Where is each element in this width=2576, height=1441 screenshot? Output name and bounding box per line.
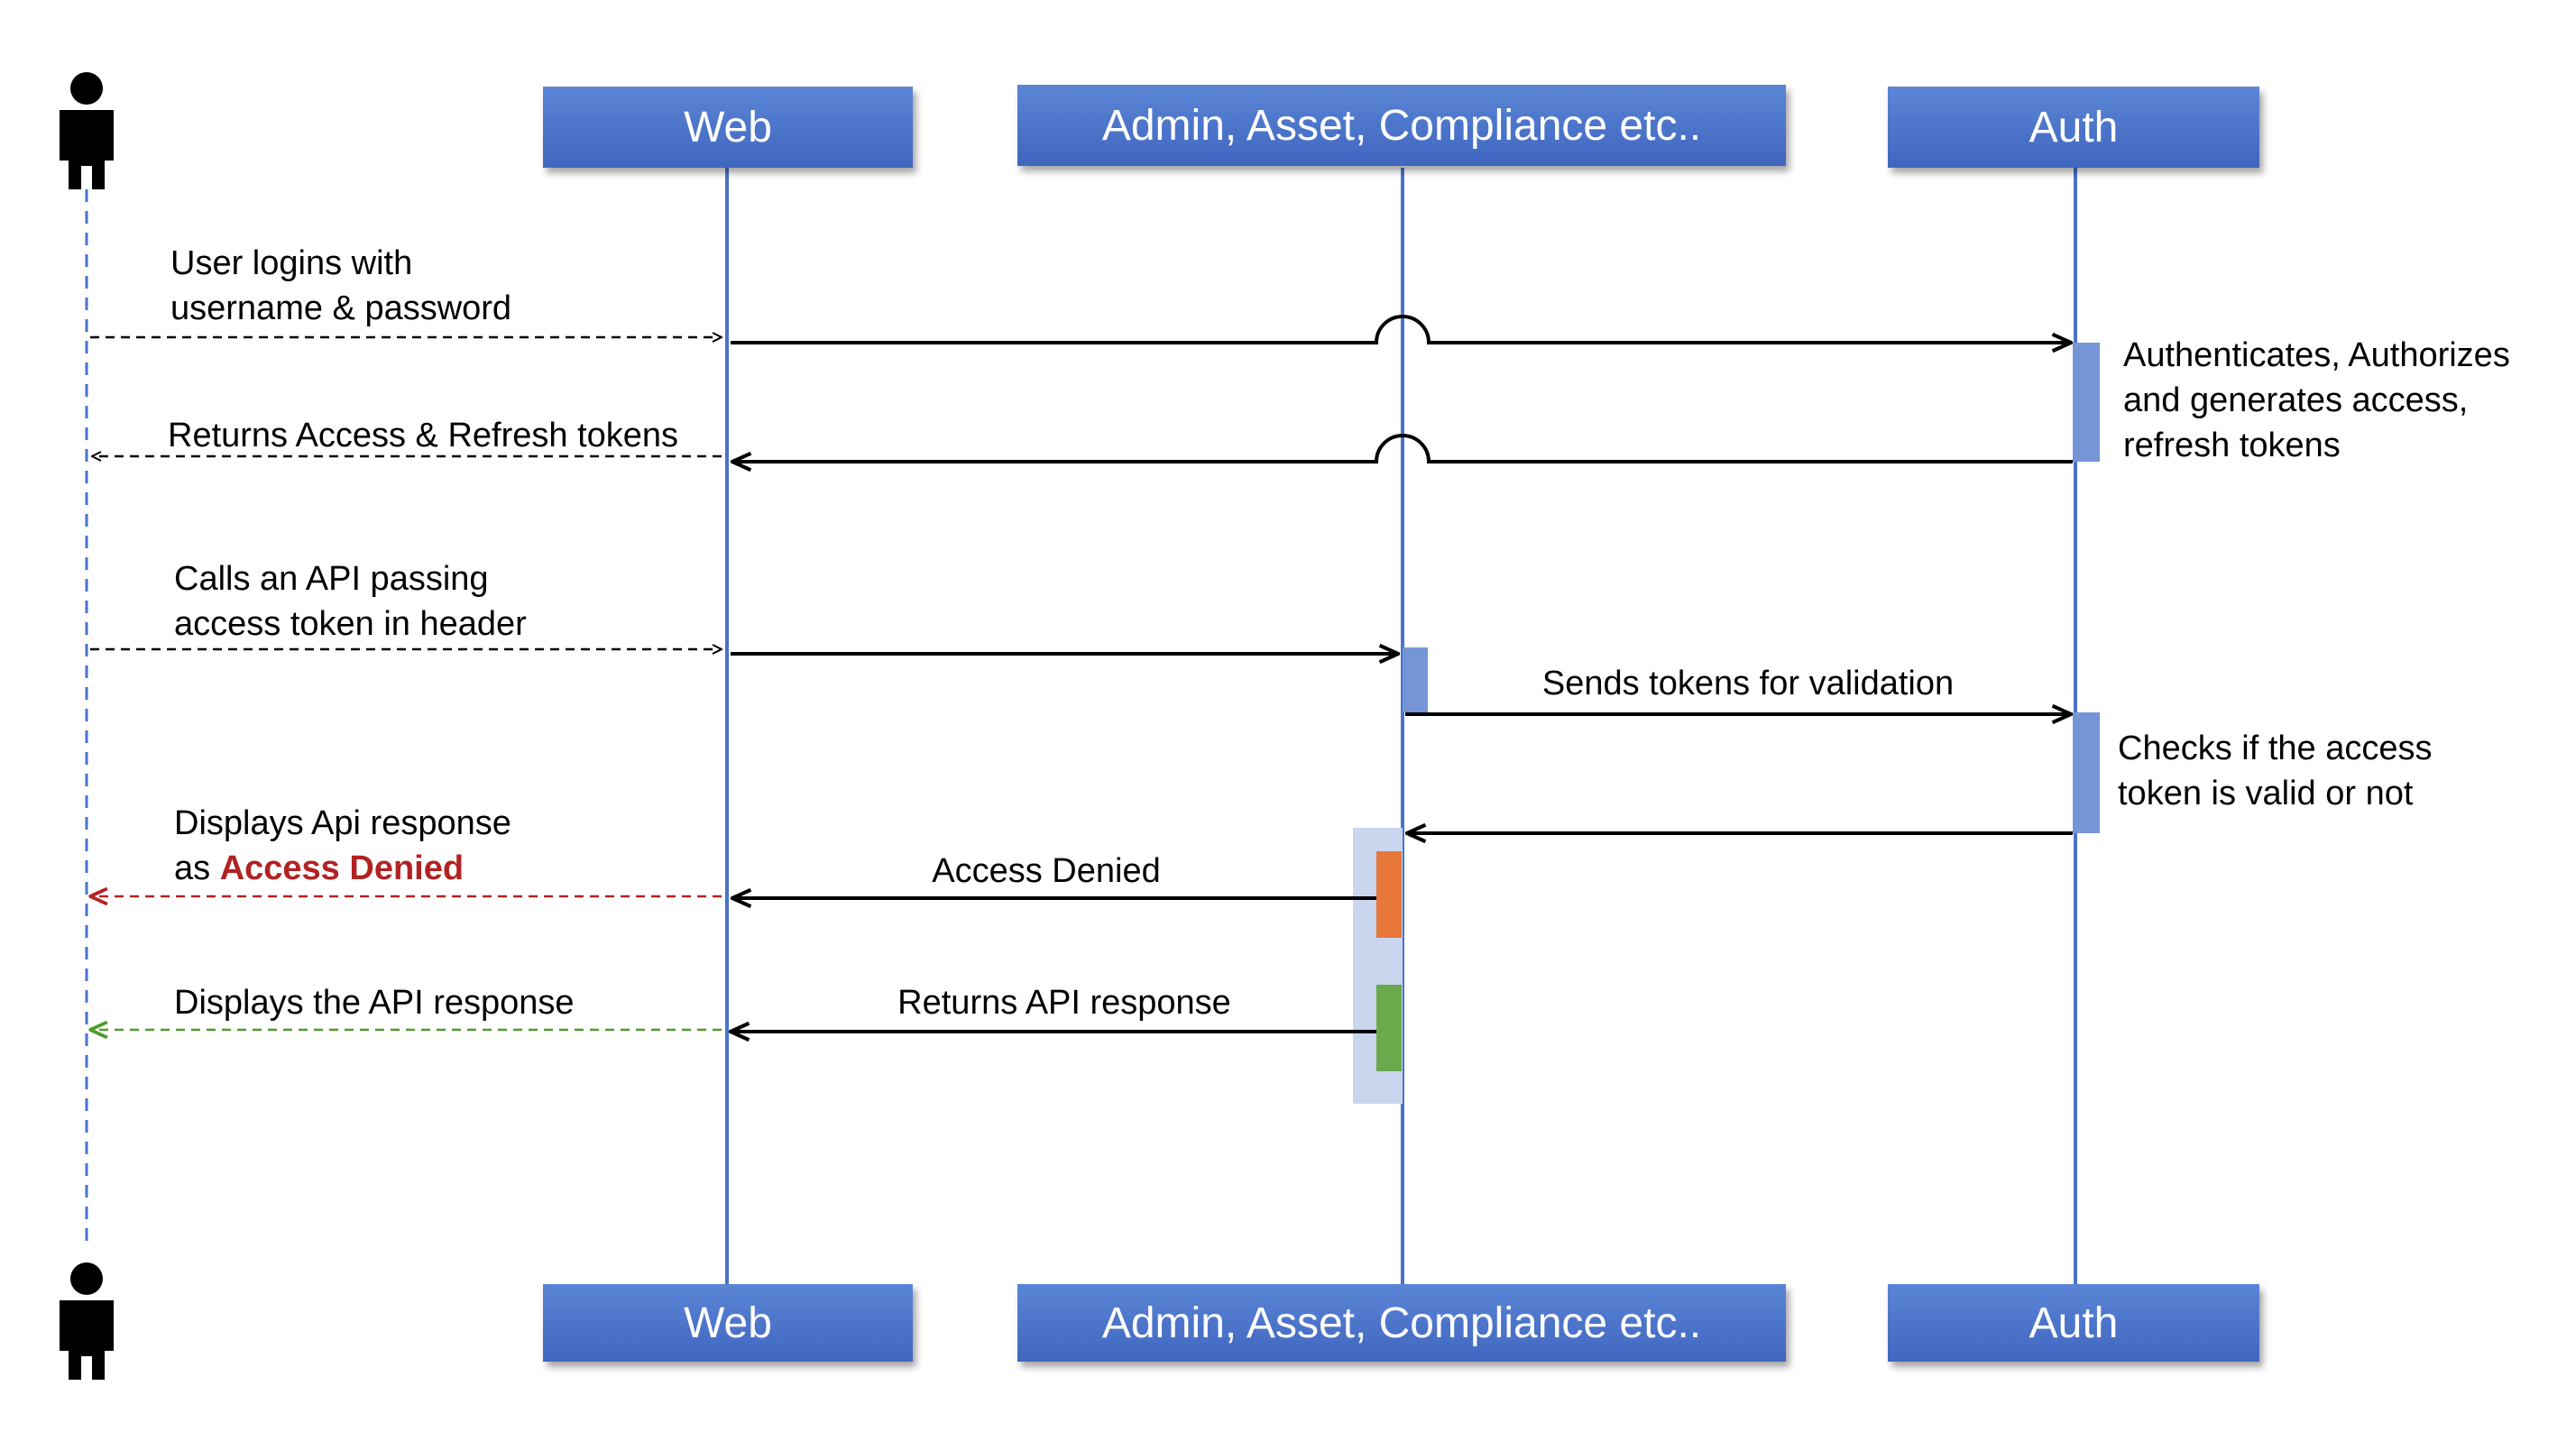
auth-note-line3: refresh tokens bbox=[2123, 427, 2341, 464]
participant-auth-label: Auth bbox=[2029, 1299, 2119, 1347]
login-label-line2: username & password bbox=[170, 289, 511, 327]
access-denied-label: Access Denied bbox=[932, 852, 1160, 890]
participant-services-label: Admin, Asset, Compliance etc.. bbox=[1102, 102, 1701, 150]
participant-services-top: Admin, Asset, Compliance etc.. bbox=[1017, 85, 1786, 166]
participant-auth-label: Auth bbox=[2029, 104, 2119, 151]
participant-services-bottom: Admin, Asset, Compliance etc.. bbox=[1017, 1284, 1786, 1362]
returns-response-label: Returns API response bbox=[897, 984, 1231, 1022]
participant-auth-top: Auth bbox=[1888, 87, 2259, 168]
displays-denied-prefix: as bbox=[174, 849, 220, 887]
auth-note-line2: and generates access, bbox=[2123, 381, 2468, 419]
participant-services-label: Admin, Asset, Compliance etc.. bbox=[1102, 1299, 1701, 1347]
person-icon bbox=[60, 72, 114, 189]
person-icon bbox=[60, 1262, 114, 1380]
sends-tokens-label: Sends tokens for validation bbox=[1542, 665, 1954, 702]
auth-note-line1: Authenticates, Authorizes bbox=[2123, 336, 2510, 374]
auth-activation-2 bbox=[2073, 712, 2100, 833]
calls-api-line1: Calls an API passing bbox=[174, 560, 489, 598]
login-label-line1: User logins with bbox=[170, 244, 412, 282]
participant-auth-bottom: Auth bbox=[1888, 1284, 2259, 1362]
participant-web-bottom: Web bbox=[543, 1284, 913, 1362]
participant-web-label: Web bbox=[684, 104, 772, 151]
services-activation-1 bbox=[1403, 647, 1428, 712]
checks-note-line2: token is valid or not bbox=[2118, 775, 2414, 812]
displays-denied-line1: Displays Api response bbox=[174, 804, 511, 842]
participant-web-top: Web bbox=[543, 87, 913, 168]
displays-response-label: Displays the API response bbox=[174, 984, 575, 1022]
checks-note-line1: Checks if the access bbox=[2118, 730, 2432, 767]
participant-web-label: Web bbox=[684, 1299, 772, 1347]
success-activation bbox=[1376, 985, 1402, 1071]
denied-activation bbox=[1376, 851, 1402, 938]
displays-denied-line2: as Access Denied bbox=[174, 849, 464, 887]
auth-activation-1 bbox=[2073, 343, 2100, 462]
auth-to-web-arrow bbox=[732, 434, 2073, 462]
web-to-auth-arrow bbox=[731, 315, 2071, 343]
displays-denied-highlight: Access Denied bbox=[220, 849, 464, 887]
returns-tokens-label: Returns Access & Refresh tokens bbox=[168, 417, 678, 454]
calls-api-line2: access token in header bbox=[174, 605, 527, 643]
